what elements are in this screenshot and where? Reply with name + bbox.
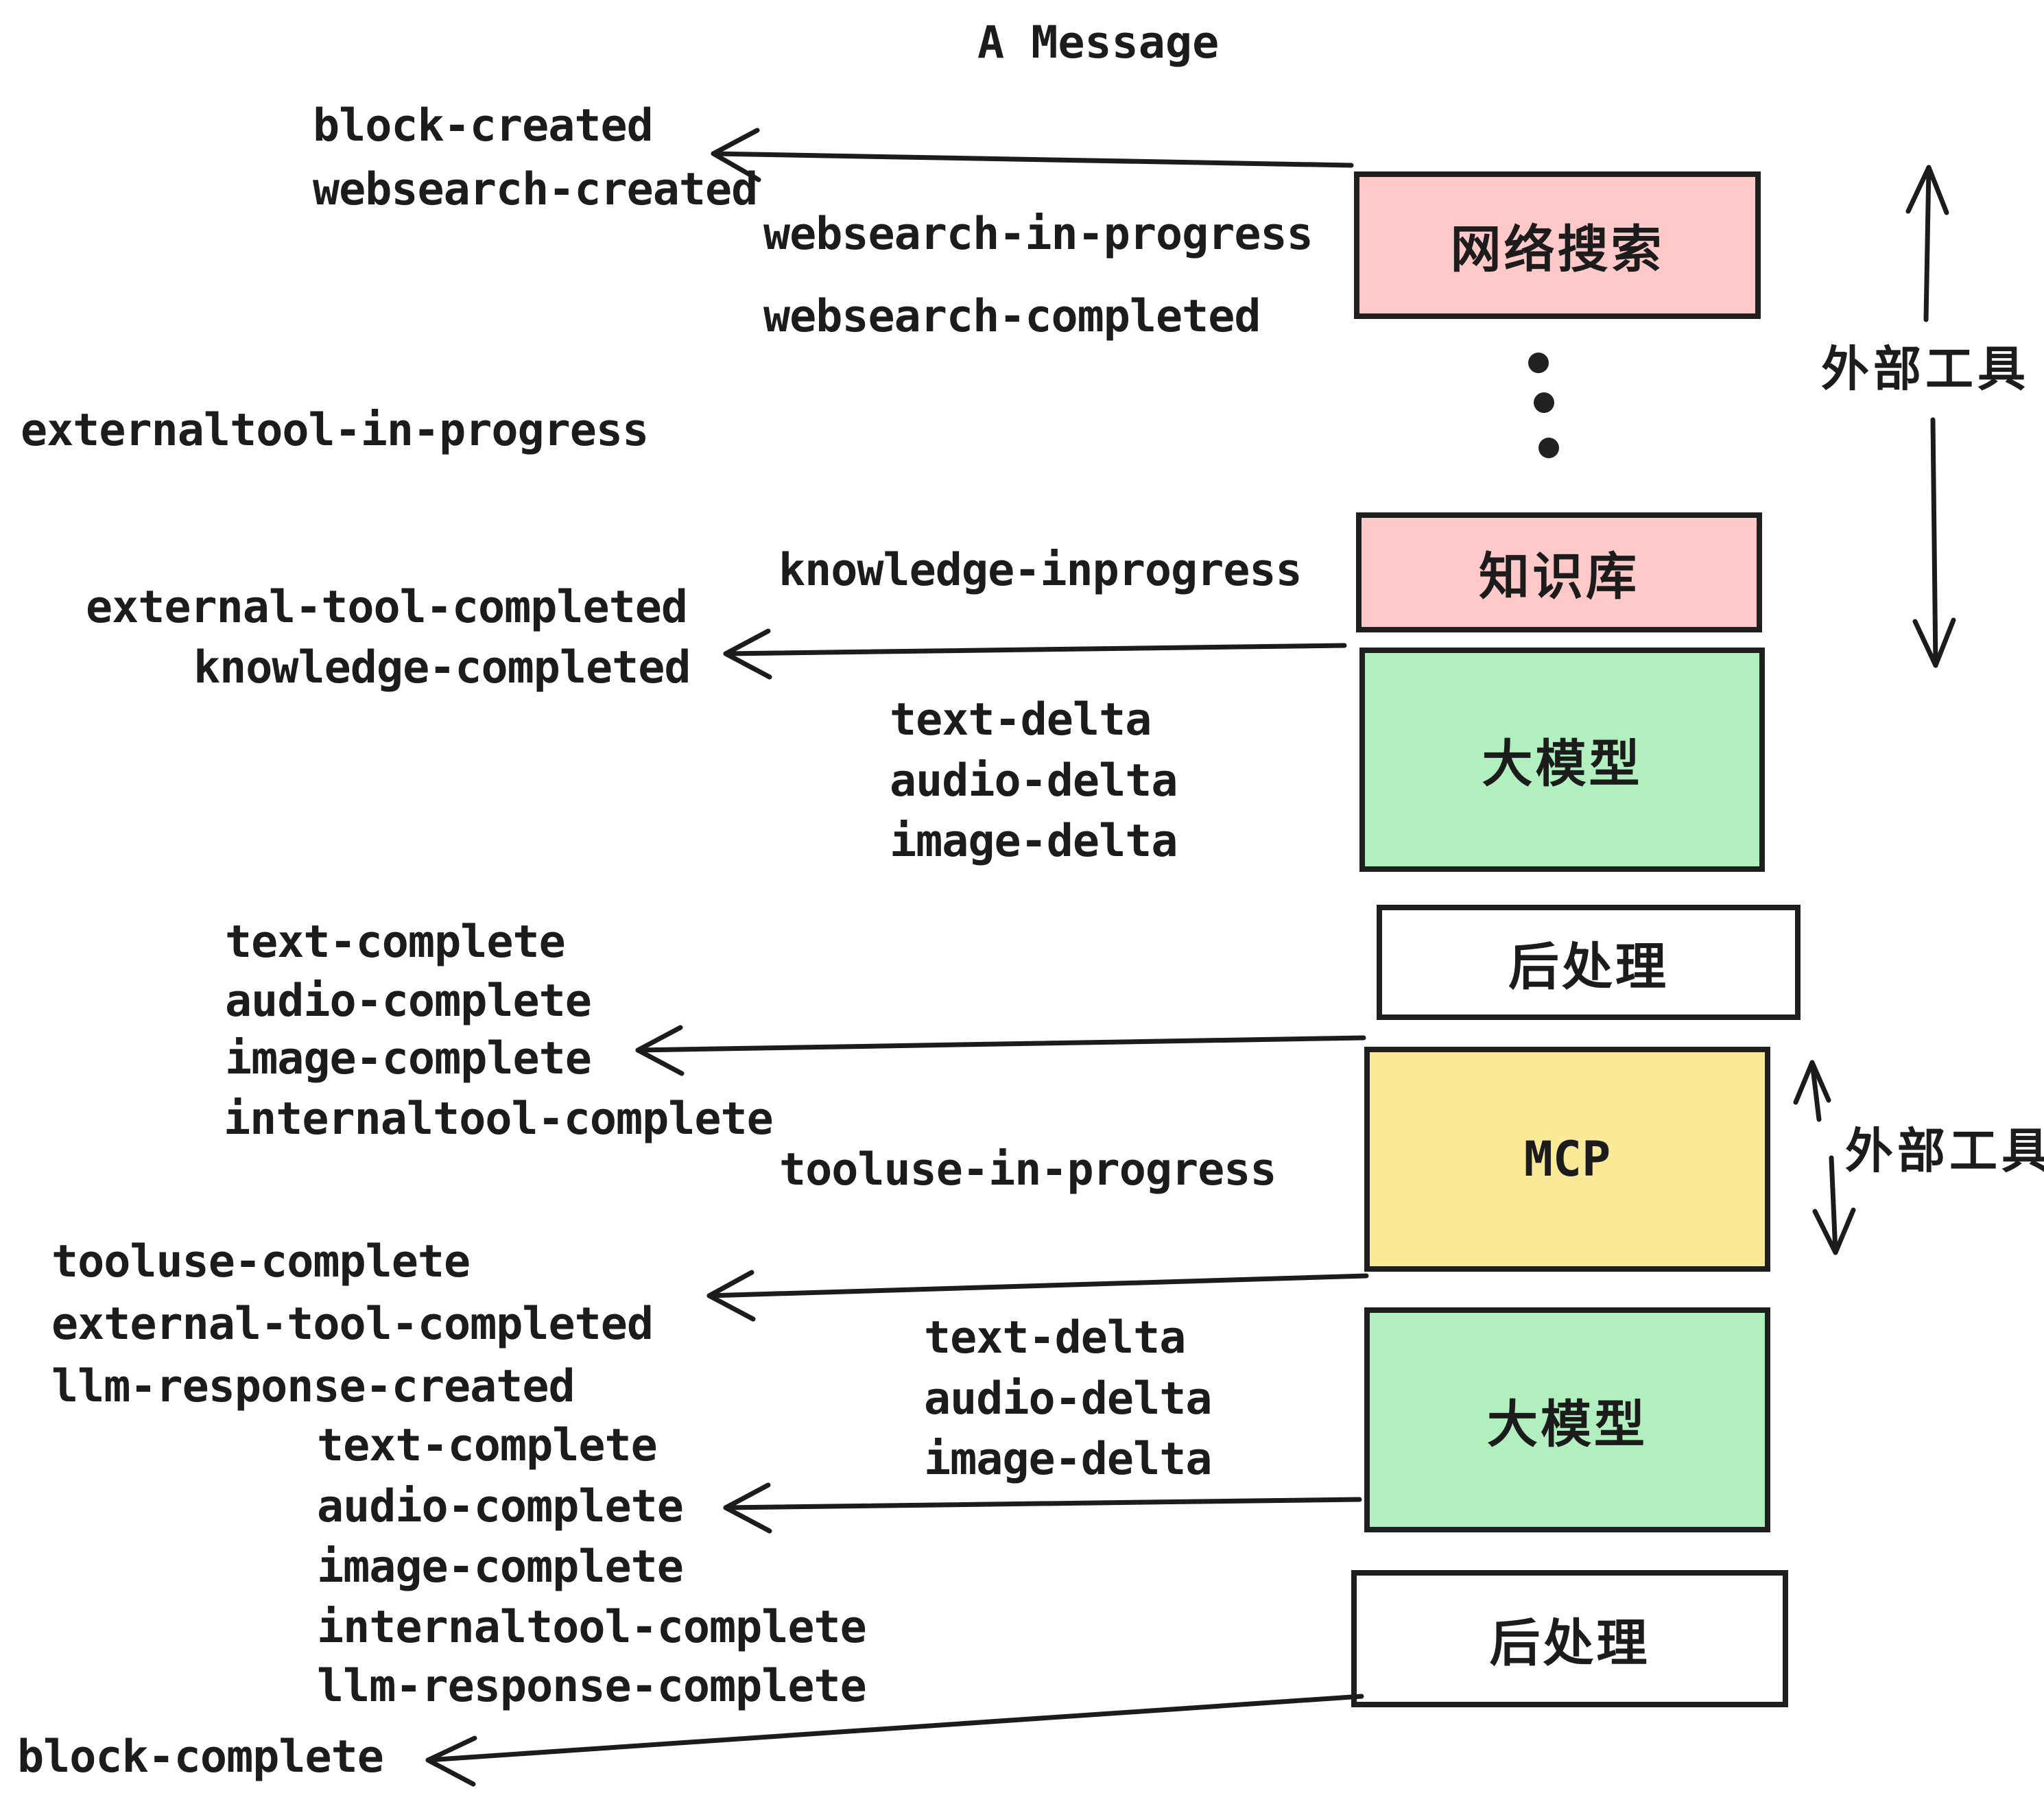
box-llm-bottom-label: 大模型	[1487, 1395, 1648, 1453]
event-audio-delta-2: audio-delta	[924, 1373, 1212, 1425]
arrow-to-audio-complete	[723, 1482, 1362, 1534]
event-image-delta-1: image-delta	[890, 816, 1178, 867]
box-mcp: MCP	[1364, 1047, 1770, 1272]
box-websearch-label: 网络搜索	[1450, 221, 1665, 278]
external-tools-mid-label: 外部工具	[1845, 1124, 2044, 1178]
box-knowledge-label: 知识库	[1479, 548, 1639, 605]
event-image-complete-1: image-complete	[225, 1033, 592, 1084]
event-internaltool-complete-1: internaltool-complete	[224, 1093, 774, 1145]
event-block-complete: block-complete	[17, 1731, 384, 1783]
box-postprocess-top: 后处理	[1377, 905, 1801, 1020]
event-externaltool-in-progress: externaltool-in-progress	[21, 405, 649, 456]
event-block-created: block-created	[313, 100, 654, 152]
box-postprocess-bottom-label: 后处理	[1489, 1614, 1650, 1672]
arrow-external-tools-top-up	[1905, 165, 1949, 322]
dot-icon	[1528, 353, 1549, 373]
diagram-title: A Message	[977, 17, 1220, 69]
dot-icon	[1534, 392, 1554, 413]
event-llm-response-complete: llm-response-complete	[317, 1661, 867, 1712]
event-text-delta-1: text-delta	[890, 694, 1152, 746]
event-text-complete-1: text-complete	[225, 916, 566, 968]
event-audio-complete-1: audio-complete	[225, 975, 592, 1027]
box-mcp-label: MCP	[1523, 1131, 1611, 1187]
arrow-to-image-complete	[635, 1025, 1366, 1076]
event-audio-complete-2: audio-complete	[317, 1481, 684, 1532]
external-tools-top-label: 外部工具	[1821, 342, 2030, 396]
box-llm-top-label: 大模型	[1482, 735, 1643, 792]
event-text-delta-2: text-delta	[924, 1312, 1186, 1364]
event-external-tool-completed-1: external-tool-completed	[86, 582, 688, 633]
event-knowledge-inprogress: knowledge-inprogress	[779, 545, 1303, 596]
event-llm-response-created: llm-response-created	[51, 1361, 575, 1412]
event-knowledge-completed: knowledge-completed	[193, 642, 691, 693]
event-image-complete-2: image-complete	[317, 1541, 684, 1593]
arrow-external-tools-top-down	[1912, 417, 1956, 668]
event-websearch-created: websearch-created	[313, 164, 758, 215]
event-tooluse-complete: tooluse-complete	[51, 1236, 471, 1287]
box-llm-bottom: 大模型	[1364, 1307, 1770, 1532]
event-internaltool-complete-2: internaltool-complete	[317, 1602, 867, 1653]
event-audio-delta-1: audio-delta	[890, 755, 1178, 807]
event-external-tool-completed-2: external-tool-completed	[51, 1298, 654, 1350]
dot-icon	[1538, 438, 1559, 458]
event-websearch-completed: websearch-completed	[763, 291, 1261, 342]
box-knowledge: 知识库	[1356, 512, 1762, 632]
box-postprocess-top-label: 后处理	[1508, 938, 1669, 995]
arrow-to-knowledge-completed	[723, 628, 1347, 680]
box-websearch: 网络搜索	[1354, 171, 1761, 319]
event-tooluse-in-progress: tooluse-in-progress	[779, 1144, 1277, 1196]
arrow-to-block-created	[711, 128, 1354, 182]
event-text-complete-2: text-complete	[317, 1420, 658, 1471]
box-llm-top: 大模型	[1359, 648, 1765, 872]
arrow-external-tools-mid-up	[1793, 1060, 1831, 1122]
box-postprocess-bottom: 后处理	[1351, 1570, 1788, 1707]
event-image-delta-2: image-delta	[924, 1434, 1212, 1485]
event-websearch-in-progress: websearch-in-progress	[763, 209, 1314, 260]
